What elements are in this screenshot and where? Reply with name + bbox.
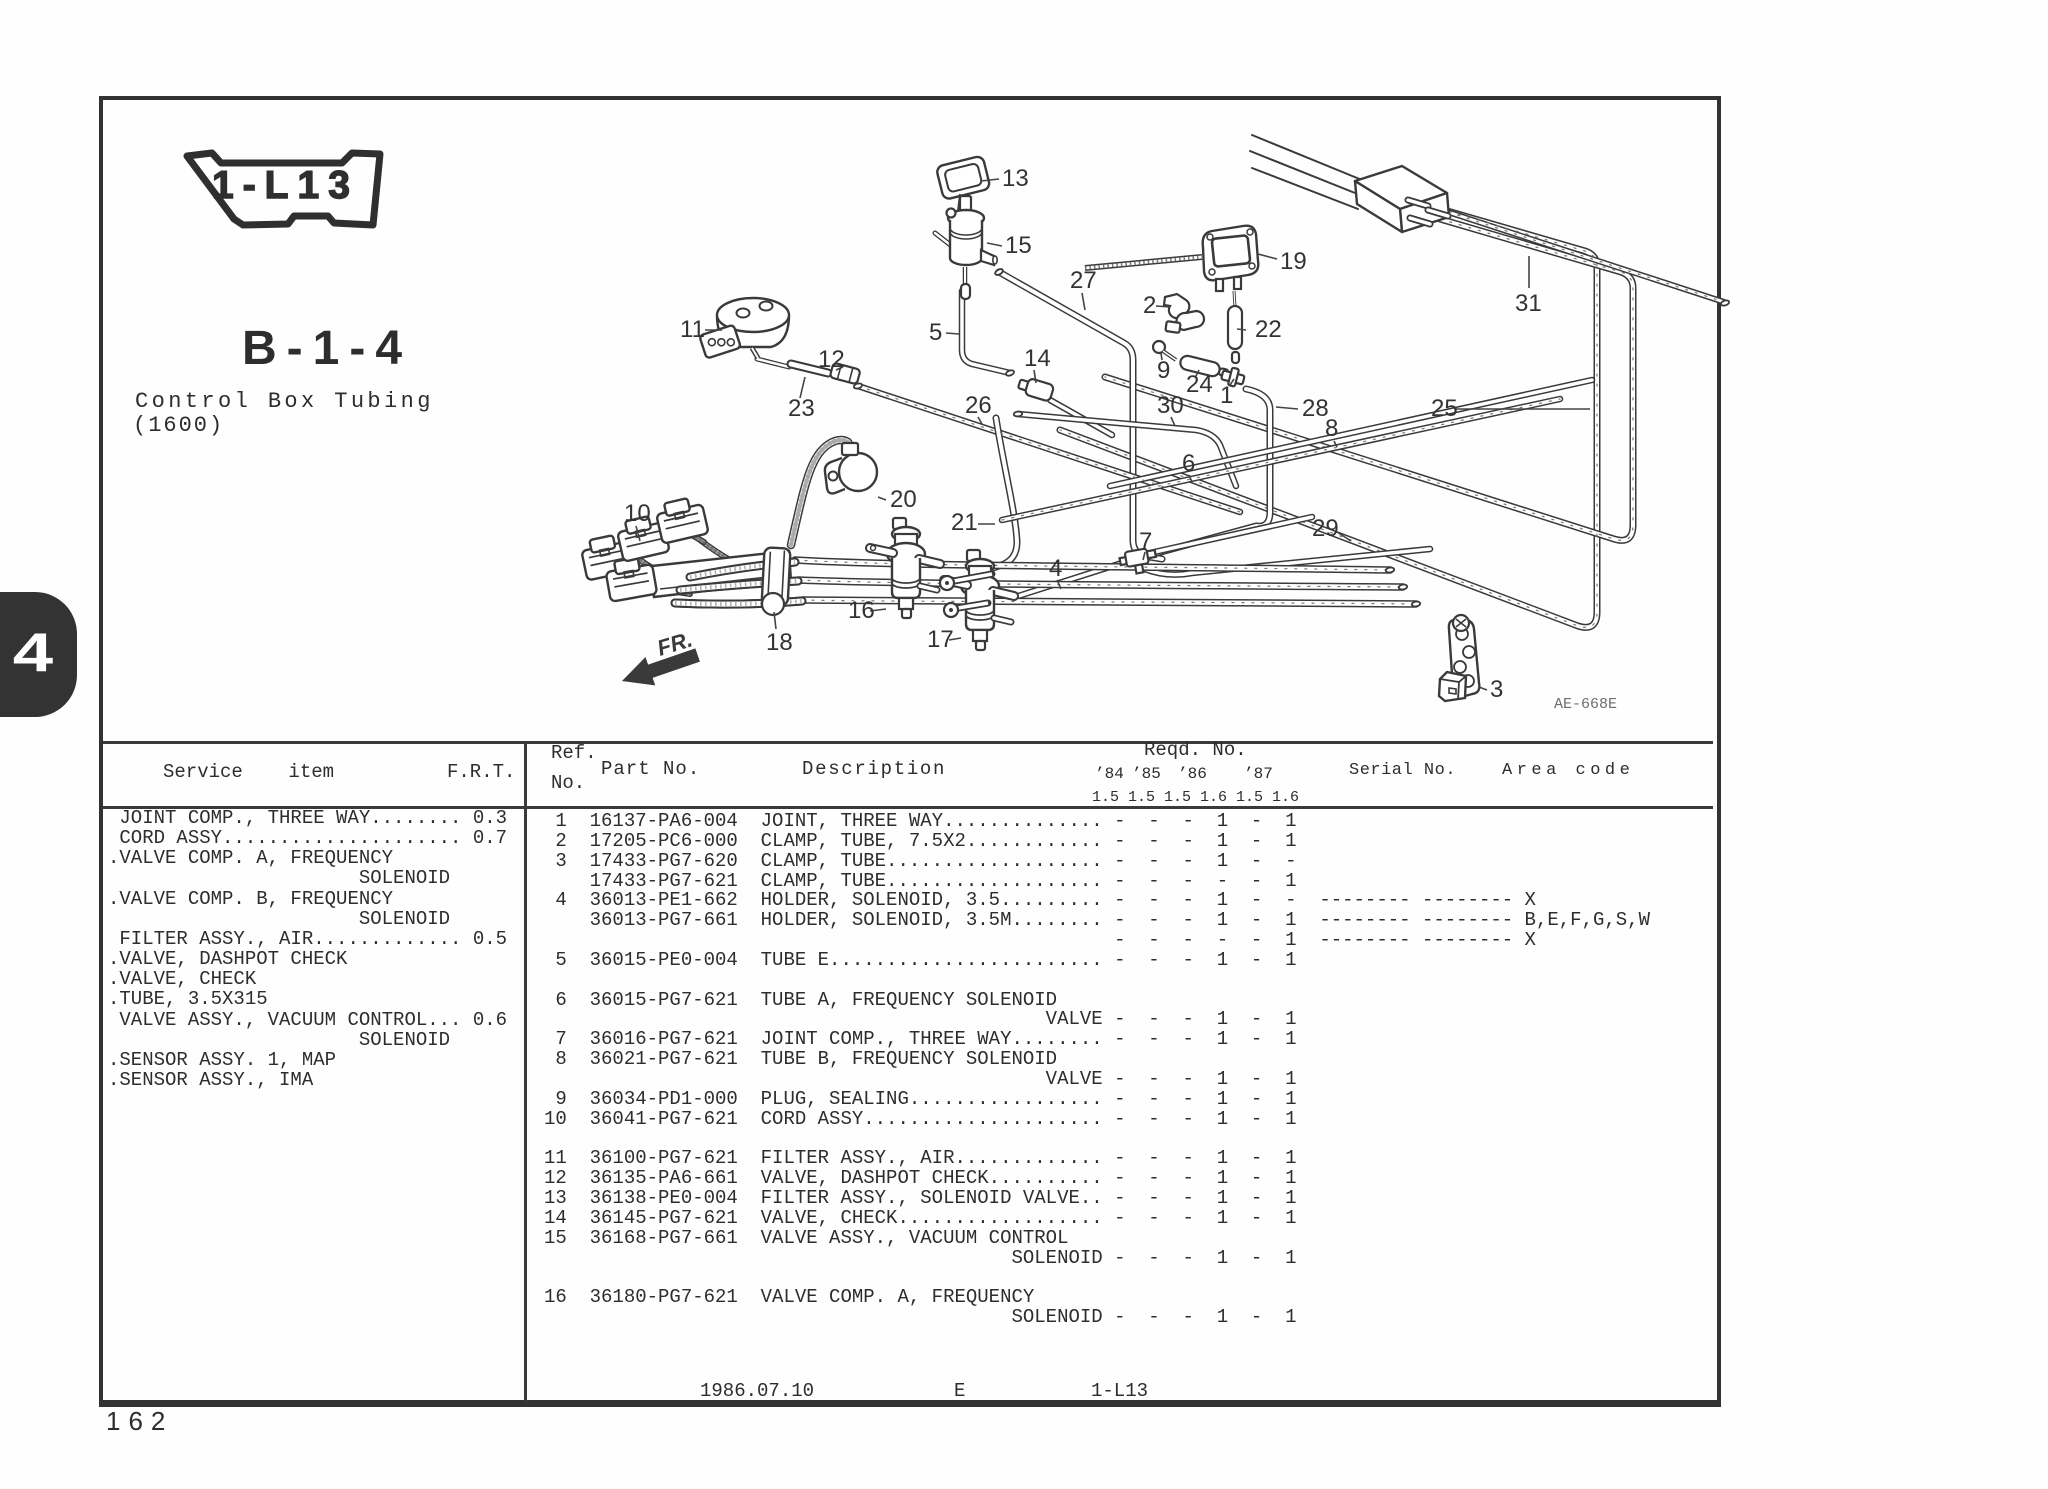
svg-text:30: 30 bbox=[1157, 392, 1184, 419]
svg-text:10: 10 bbox=[624, 500, 651, 527]
svg-text:4: 4 bbox=[1049, 555, 1062, 582]
svg-text:1: 1 bbox=[1220, 382, 1233, 409]
svg-text:9: 9 bbox=[1157, 357, 1170, 384]
svg-text:31: 31 bbox=[1515, 290, 1542, 317]
svg-text:27: 27 bbox=[1070, 267, 1097, 294]
svg-text:20: 20 bbox=[890, 486, 917, 513]
svg-text:22: 22 bbox=[1255, 316, 1282, 343]
svg-text:23: 23 bbox=[788, 395, 815, 422]
svg-text:17: 17 bbox=[927, 626, 954, 653]
svg-text:13: 13 bbox=[1002, 165, 1029, 192]
svg-text:AE-668E: AE-668E bbox=[1554, 696, 1617, 713]
svg-text:28: 28 bbox=[1302, 395, 1329, 422]
svg-text:15: 15 bbox=[1005, 232, 1032, 259]
svg-text:19: 19 bbox=[1280, 248, 1307, 275]
svg-text:2: 2 bbox=[1143, 292, 1156, 319]
svg-text:3: 3 bbox=[1490, 676, 1503, 703]
svg-text:16: 16 bbox=[848, 597, 875, 624]
svg-text:29: 29 bbox=[1312, 515, 1339, 542]
svg-text:25: 25 bbox=[1431, 395, 1458, 422]
svg-text:7: 7 bbox=[1139, 528, 1152, 555]
svg-text:6: 6 bbox=[1182, 450, 1195, 477]
svg-text:5: 5 bbox=[929, 319, 942, 346]
svg-text:11: 11 bbox=[680, 316, 705, 343]
svg-text:21: 21 bbox=[951, 509, 978, 536]
svg-text:12: 12 bbox=[818, 346, 845, 373]
svg-text:18: 18 bbox=[766, 629, 793, 656]
svg-text:8: 8 bbox=[1325, 415, 1338, 442]
svg-text:1-L13: 1-L13 bbox=[212, 164, 359, 207]
svg-text:14: 14 bbox=[1024, 345, 1051, 372]
svg-text:24: 24 bbox=[1186, 371, 1213, 398]
svg-text:26: 26 bbox=[965, 392, 992, 419]
